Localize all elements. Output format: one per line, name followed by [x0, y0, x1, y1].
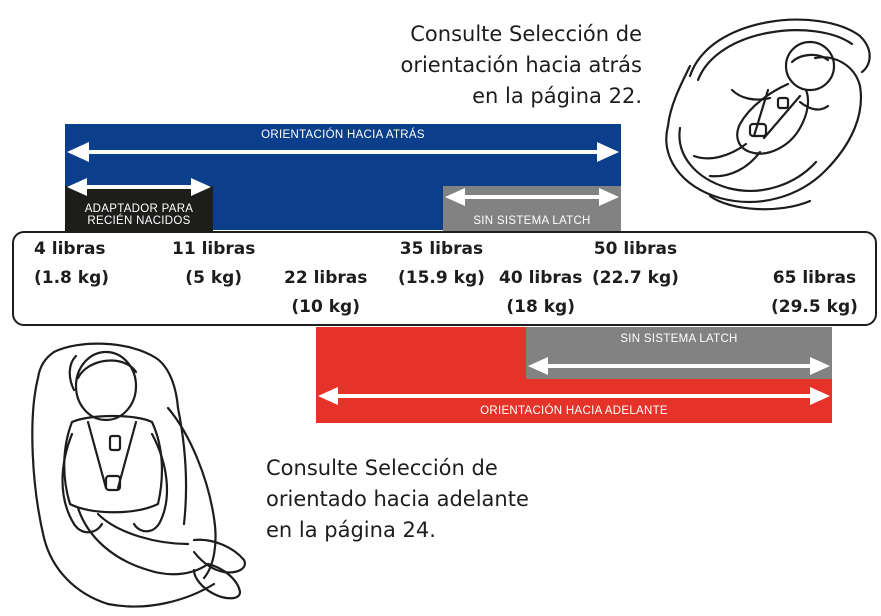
- weight-65lb-kg: (29.5 kg): [771, 297, 858, 317]
- weight-65lb: 65 libras (29.5 kg): [771, 264, 858, 322]
- weight-22lb-kg: (10 kg): [291, 297, 360, 317]
- weight-40lb-lb: 40 libras: [499, 268, 583, 288]
- weight-11lb-kg: (5 kg): [185, 268, 243, 288]
- newborn-adapter-arrow: [67, 178, 211, 196]
- weight-35lb: 35 libras (15.9 kg): [398, 235, 485, 293]
- rear-note-line-1: Consulte Selección de: [410, 22, 642, 46]
- front-note-line-2: orientado hacia adelante: [266, 487, 529, 511]
- front-note-line-3: en la página 24.: [266, 518, 436, 542]
- front-no-latch-label: SIN SISTEMA LATCH: [620, 333, 738, 345]
- newborn-adapter-bar: [65, 186, 213, 231]
- weight-4lb-lb: 4 libras: [34, 239, 106, 259]
- weight-22lb-lb: 22 libras: [284, 268, 368, 288]
- weight-11lb-lb: 11 libras: [172, 239, 256, 259]
- weight-4lb: 4 libras (1.8 kg): [34, 235, 109, 293]
- child-car-seat-icon: [31, 342, 246, 608]
- rear-no-latch-label: SIN SISTEMA LATCH: [473, 215, 591, 227]
- rear-facing-note: Consulte Selección de orientación hacia …: [372, 19, 642, 112]
- front-no-latch-arrow: [528, 357, 830, 375]
- infant-car-seat-icon: [665, 18, 871, 211]
- rear-note-line-2: orientación hacia atrás: [400, 53, 642, 77]
- rear-no-latch-arrow: [445, 188, 619, 206]
- newborn-adapter-label: ADAPTADOR PARA RECIÉN NACIDOS: [65, 203, 213, 227]
- weight-40lb-kg: (18 kg): [506, 297, 575, 317]
- newborn-adapter-label-line-1: ADAPTADOR PARA: [84, 203, 194, 215]
- forward-facing-arrow: [318, 387, 830, 405]
- front-note-line-1: Consulte Selección de: [266, 456, 498, 480]
- weight-50lb-lb: 50 libras: [593, 239, 678, 259]
- front-no-latch-bar: [526, 327, 832, 379]
- weight-35lb-lb: 35 libras: [399, 239, 484, 259]
- weight-22lb: 22 libras (10 kg): [284, 264, 367, 322]
- weight-scale-panel: [12, 231, 877, 326]
- rear-facing-label: ORIENTACIÓN HACIA ATRÁS: [261, 129, 425, 141]
- weight-35lb-kg: (15.9 kg): [398, 268, 485, 288]
- rear-note-line-3: en la página 22.: [472, 84, 642, 108]
- rear-facing-arrow: [67, 142, 619, 162]
- rear-no-latch-bar: [443, 186, 621, 231]
- weight-40lb: 40 libras (18 kg): [499, 264, 582, 322]
- newborn-adapter-label-line-2: RECIÉN NACIDOS: [87, 215, 191, 227]
- forward-facing-label: ORIENTACIÓN HACIA ADELANTE: [480, 405, 668, 417]
- forward-facing-note: Consulte Selección de orientado hacia ad…: [266, 453, 566, 546]
- weight-4lb-kg: (1.8 kg): [34, 268, 110, 288]
- weight-11lb: 11 libras (5 kg): [172, 235, 255, 293]
- weight-50lb: 50 libras (22.7 kg): [592, 235, 679, 293]
- weight-50lb-kg: (22.7 kg): [592, 268, 679, 288]
- weight-65lb-lb: 65 libras: [772, 268, 857, 288]
